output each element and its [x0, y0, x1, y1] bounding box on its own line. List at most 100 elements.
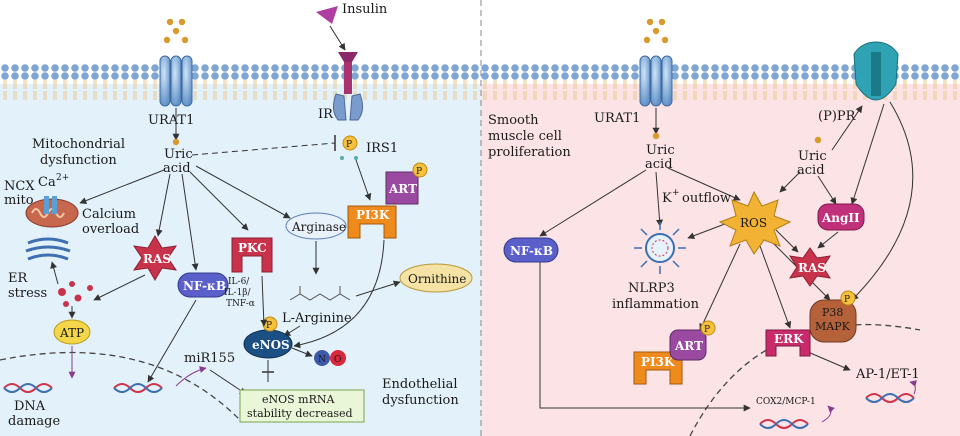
angii-label: AngII — [821, 211, 860, 225]
mito-dysfunction-label: Mitochondrial — [32, 137, 125, 152]
right-cell-background — [481, 84, 960, 436]
smooth-muscle-label-3: proliferation — [488, 145, 571, 160]
uric-acid-dot-right — [652, 132, 660, 140]
arrow-ros-erk — [759, 245, 792, 329]
arrow-er-mito — [50, 261, 59, 285]
arrow-dna-mir155 — [175, 366, 207, 387]
ras-star-right — [788, 247, 832, 287]
atp-node — [53, 319, 91, 345]
nfkb-label-right: NF-κB — [510, 244, 553, 258]
urat1-label-left: URAT1 — [148, 113, 194, 128]
smooth-muscle-label: Smooth — [488, 113, 539, 128]
arrow-uric-ppr — [831, 105, 863, 151]
k-label: K — [662, 191, 672, 206]
ca-sup: 2+ — [56, 173, 69, 183]
arrow-irs1-pi3k — [355, 159, 372, 201]
no-n-atom — [314, 350, 330, 366]
ir-label: IR — [318, 107, 334, 122]
nlrp3-label: NLRP3 — [628, 281, 675, 296]
urat1-transporter-left — [159, 55, 193, 107]
arrow-ua-arginase — [195, 165, 291, 219]
pi3k-label-left: PI3K — [356, 208, 390, 222]
arginase-node — [285, 212, 347, 240]
irs1-label: IRS1 — [366, 141, 398, 156]
uric-acid-label-right-2: Uric — [798, 149, 827, 164]
enos-mrna-box — [239, 389, 365, 423]
arrow-enos-no — [291, 347, 313, 357]
art-p-text-right: P — [704, 325, 710, 335]
mito-label: mito — [4, 193, 34, 208]
arrow-ppr-angii — [850, 103, 885, 205]
p38-label: P38 — [822, 306, 843, 319]
dna-damage-label: DNA — [14, 399, 46, 414]
left-membrane — [0, 64, 481, 100]
art-p-badge-left — [412, 162, 428, 178]
nfkb-label-left: NF-κB — [183, 279, 226, 293]
ca-label: Ca — [38, 175, 56, 190]
art-node-right — [669, 329, 707, 361]
uric-acid-label-left-2: acid — [163, 161, 191, 176]
pi3k-label-right: PI3K — [641, 355, 675, 369]
cytokines-label-2: IL-1β/ — [224, 288, 252, 298]
p38-p-badge — [840, 290, 856, 306]
arginase-label: Arginase — [291, 220, 346, 234]
ros-label: ROS — [740, 216, 767, 230]
endothelial-label: Endothelial — [382, 377, 458, 392]
art-label-left: ART — [388, 182, 417, 196]
uric-acid-label-left: Uric — [164, 147, 193, 162]
dna-helix-left-1 — [3, 383, 53, 393]
endothelial-label-2: dysfunction — [382, 393, 459, 408]
nlrp3-label-2: inflammation — [612, 297, 700, 312]
ros-burst-marks — [58, 281, 93, 307]
mito-dysfunction-label-2: dysfunction — [40, 153, 117, 168]
uric-acid-particles-right — [643, 18, 669, 44]
irs1-p-badge — [342, 135, 358, 151]
no-o-atom — [330, 350, 346, 366]
nlrp3-inflammasome-icon — [634, 222, 686, 274]
urat1-label-right: URAT1 — [594, 111, 640, 126]
smooth-muscle-label-2: muscle cell — [488, 129, 562, 144]
cox2-label: COX2/MCP-1 — [756, 397, 816, 407]
ornithine-label: Ornithine — [408, 272, 466, 286]
uric-acid-dot-right-2 — [814, 136, 822, 144]
arrow-ua-mito — [79, 169, 165, 204]
arrow-r-ua2-ros — [779, 171, 801, 193]
arrow-erk-ap1 — [807, 351, 851, 371]
uric-acid-label-right-1: Uric — [646, 143, 675, 158]
art-label-right: ART — [674, 339, 703, 353]
er-stress-label: ER — [8, 271, 28, 286]
er-icon — [25, 237, 71, 261]
ras-star-left — [132, 235, 178, 281]
arrow-pkc-enos — [260, 275, 268, 327]
p38-node — [809, 299, 857, 343]
ppr-label: (P)PR — [818, 109, 857, 124]
insulin-label: Insulin — [342, 2, 388, 17]
pkc-node — [231, 237, 273, 273]
enos-p-text: P — [266, 321, 272, 331]
arrow-dna-ap1 — [909, 380, 917, 395]
l-arginine-label: L-Arginine — [282, 311, 352, 326]
enos-mrna-label: eNOS mRNA — [262, 393, 336, 406]
atp-label: ATP — [59, 326, 84, 340]
mir155-label: miR155 — [184, 351, 235, 366]
calcium-overload-label: Calcium — [82, 207, 136, 222]
dna-damage-label-2: damage — [8, 414, 60, 429]
arrow-r-ua-nfkb — [539, 169, 647, 237]
pkc-label: PKC — [238, 241, 267, 255]
angii-node — [817, 203, 865, 231]
p38-label-2: MAPK — [815, 320, 851, 333]
no-n-label: N — [318, 355, 326, 365]
ros-starburst — [718, 190, 792, 255]
enos-label: eNOS — [252, 338, 290, 352]
ras-label-right: RAS — [798, 261, 826, 275]
k-outflow-label: outflow — [682, 191, 731, 206]
nfkb-node-right — [503, 237, 559, 263]
arrow-ros-nlrp3 — [687, 221, 731, 240]
prorenin-receptor — [853, 41, 899, 101]
arrow-ua-ras — [155, 173, 171, 237]
arrow-ros-ras — [775, 229, 799, 253]
ap1-label: AP-1/ET-1 — [855, 367, 920, 382]
arrow-ppr-p38 — [851, 101, 914, 301]
